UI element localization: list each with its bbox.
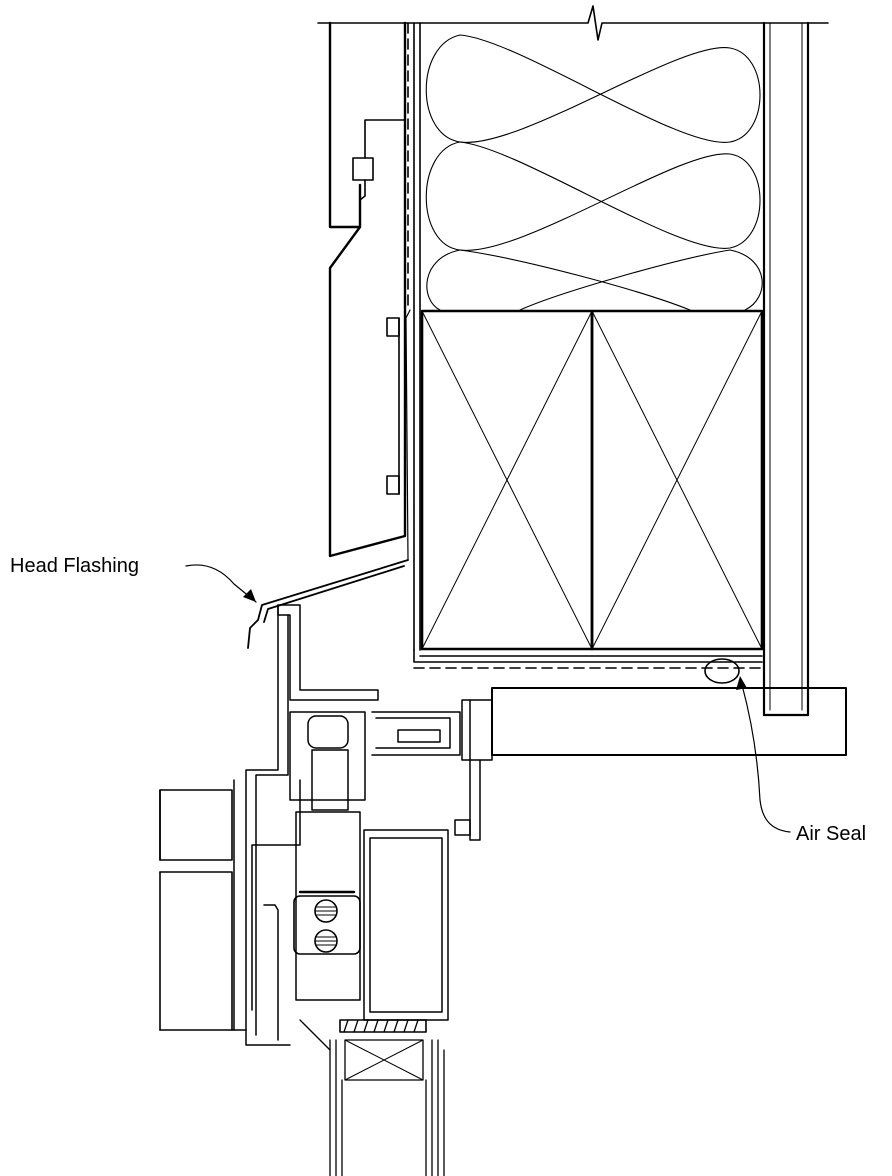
blind-box [160,790,246,1030]
batt-insulation [426,35,762,310]
trim-board [492,688,846,755]
flashing-membrane [414,650,762,668]
wall-stud [764,23,808,715]
glazing-unit [300,1020,444,1176]
cladding-clip [353,120,405,494]
header-blocking [422,311,762,649]
head-flashing-label: Head Flashing [10,555,139,577]
cladding-panel [330,23,405,556]
top-break-line [318,6,828,40]
air-seal-label: Air Seal [796,823,867,845]
air-seal-leader [736,676,790,832]
sheathing-lines [406,23,420,650]
window-frame [246,605,492,1045]
window-sash [234,780,448,1040]
head-flashing [248,560,408,648]
roller-bolts [294,892,360,954]
air-seal-backer-rod [705,659,739,683]
head-flashing-leader [186,565,256,602]
